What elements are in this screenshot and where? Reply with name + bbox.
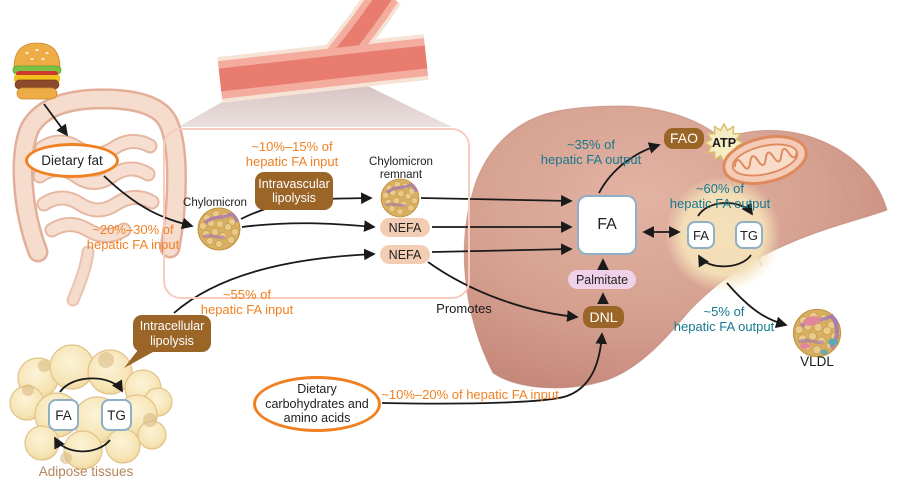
annotation-line: hepatic FA output xyxy=(540,152,642,168)
atp-text: ATP xyxy=(711,136,737,150)
annotation-output-5: ~5% of hepatic FA output xyxy=(674,304,774,334)
annotation-line: hepatic FA output xyxy=(673,319,775,335)
dietary-carbs-line: carbohydrates and xyxy=(265,396,369,411)
annotation-line: ~35% of xyxy=(566,137,616,152)
intestine-icon xyxy=(12,88,187,307)
annotation-input-55: ~55% of hepatic FA input xyxy=(201,287,294,317)
annotation-line: ~10%–15% of xyxy=(251,139,333,154)
chylomicron-remnant-label: Chylomicron remnant xyxy=(369,156,433,183)
dnl-text: DNL xyxy=(589,308,618,325)
annotation-line: ~10%–20% of hepatic FA input xyxy=(381,387,559,402)
annotation-line: ~55% of xyxy=(222,287,272,302)
annotation-line: hepatic FA input xyxy=(86,237,180,253)
dietary-carbs-line: Dietary xyxy=(297,382,337,397)
dietary-fat-ellipse: Dietary fat xyxy=(25,143,119,178)
fa-pool-text: FA xyxy=(597,216,617,233)
intracellular-lipolysis-box: Intracellular lipolysis xyxy=(133,315,211,352)
fao-text: FAO xyxy=(669,130,698,147)
liver-cycle-fa-box: FA xyxy=(687,221,715,249)
cycle-fa-text: FA xyxy=(693,227,709,243)
annotation-line: ~60% of xyxy=(695,181,745,196)
nefa-text: NEFA xyxy=(388,247,422,262)
zoom-cone-icon xyxy=(178,62,452,127)
annotation-output-35: ~35% of hepatic FA output xyxy=(541,137,641,167)
dietary-carbs-line: amino acids xyxy=(283,411,351,426)
intravascular-lipolysis-box: Intravascular lipolysis xyxy=(255,172,333,210)
atp-label: ATP xyxy=(712,136,736,151)
dnl-box: DNL xyxy=(583,306,624,328)
annotation-input-10-15: ~10%–15% of hepatic FA input xyxy=(246,139,339,169)
adipose-tg-text: TG xyxy=(107,407,126,423)
nefa-pill-2: NEFA xyxy=(380,245,430,264)
annotation-output-60: ~60% of hepatic FA output xyxy=(670,181,770,211)
annotation-line: hepatic FA input xyxy=(200,302,294,318)
intracellular-line: lipolysis xyxy=(150,333,194,348)
promotes-text: Promotes xyxy=(436,301,492,316)
flow-arrows xyxy=(43,103,788,453)
vldl-text: VLDL xyxy=(800,354,834,369)
dietary-carbs-ellipse: Dietary carbohydrates and amino acids xyxy=(253,376,381,432)
burger-icon xyxy=(12,42,62,100)
callout-tail xyxy=(124,350,153,368)
remnant-line: remnant xyxy=(379,169,423,182)
annotation-line: hepatic FA output xyxy=(669,196,771,212)
annotation-input-10-20: ~10%–20% of hepatic FA input xyxy=(381,387,558,402)
annotation-line: hepatic FA input xyxy=(245,154,339,170)
nefa-text: NEFA xyxy=(388,220,422,235)
vldl-particle-icon xyxy=(791,307,843,359)
annotation-input-20-30: ~20%–30% of hepatic FA input xyxy=(87,222,180,252)
promotes-label: Promotes xyxy=(436,301,492,316)
vldl-label: VLDL xyxy=(800,354,834,370)
chylomicron-label-text: Chylomicron xyxy=(183,197,247,209)
adipose-tissues-label: Adipose tissues xyxy=(39,464,134,480)
cycle-tg-text: TG xyxy=(739,227,759,243)
fa-pool-box: FA xyxy=(577,195,637,255)
mitochondria-icon xyxy=(722,135,808,185)
adipose-fa-box: FA xyxy=(48,399,79,431)
remnant-line: Chylomicron xyxy=(369,156,433,168)
chylomicron-label: Chylomicron xyxy=(183,197,247,210)
palmitate-text: Palmitate xyxy=(575,272,629,287)
intracellular-line: Intracellular xyxy=(139,319,205,334)
adipose-tg-box: TG xyxy=(101,399,132,431)
blood-vessel-icon xyxy=(217,0,429,103)
dietary-fat-text: Dietary fat xyxy=(41,153,103,168)
nefa-pill-1: NEFA xyxy=(380,218,430,237)
fao-box: FAO xyxy=(664,128,704,149)
annotation-line: ~5% of xyxy=(703,304,745,319)
intravascular-line: lipolysis xyxy=(272,191,316,205)
liver-cycle-tg-box: TG xyxy=(735,221,763,249)
adipose-tissues-text: Adipose tissues xyxy=(38,464,134,479)
intravascular-line: Intravascular xyxy=(258,176,330,191)
palmitate-pill: Palmitate xyxy=(568,270,636,289)
annotation-line: ~20%–30% of xyxy=(92,222,174,237)
adipose-fa-text: FA xyxy=(55,407,72,423)
